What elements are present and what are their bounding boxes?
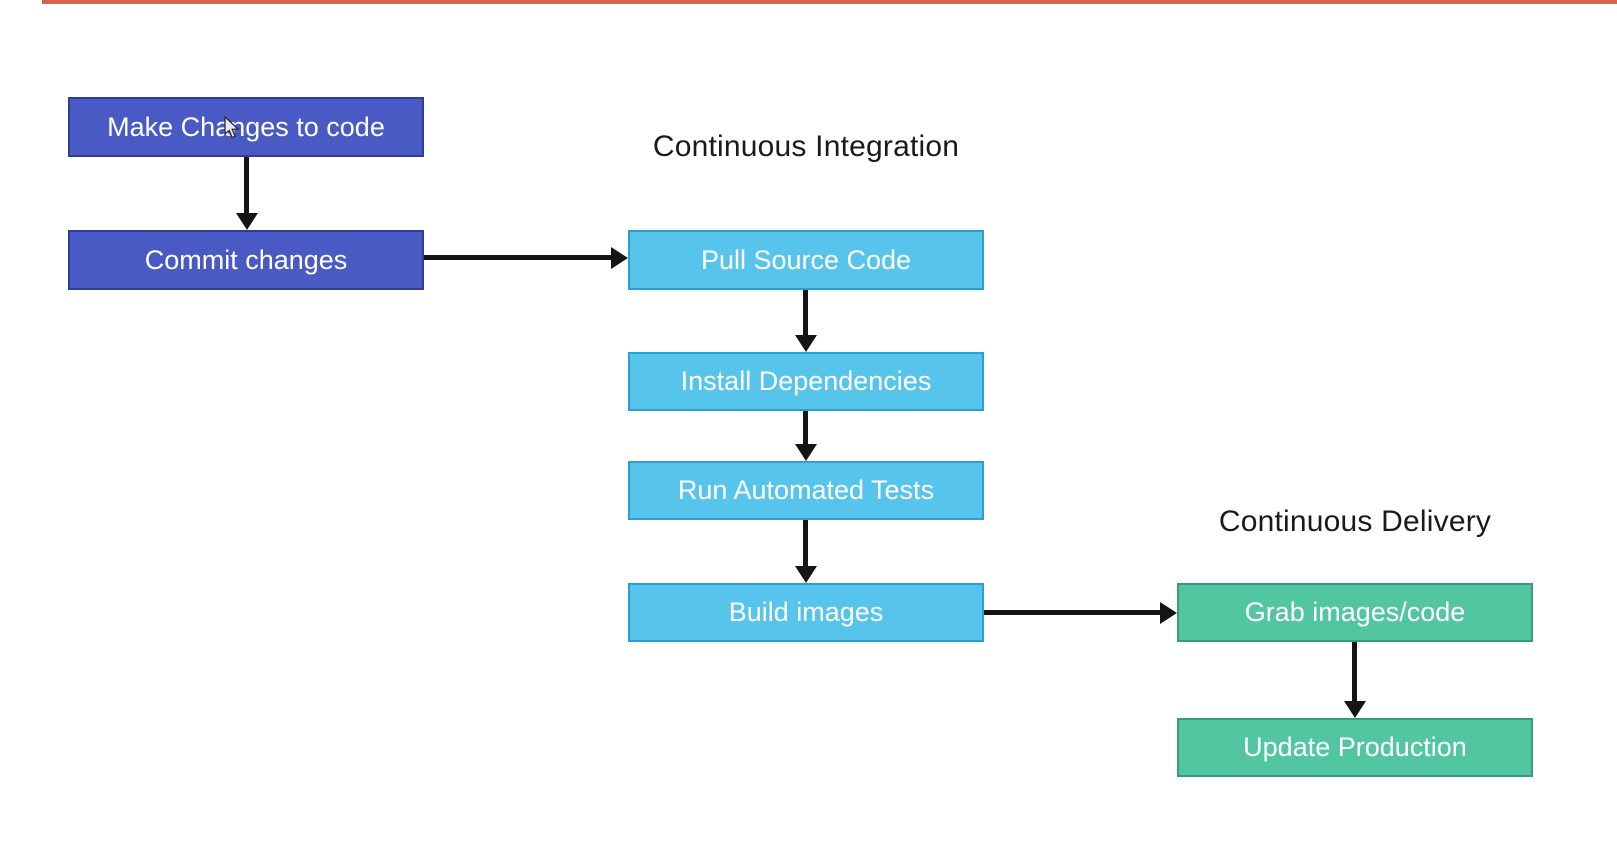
arrow-make-changes-to-commit [235, 157, 258, 230]
node-commit-changes-label: Commit changes [144, 244, 348, 275]
arrow-build-to-grab-images [984, 601, 1177, 624]
node-pull-source-code-label: Pull Source Code [700, 244, 912, 275]
top-accent-line [42, 0, 1617, 4]
node-commit-changes: Commit changes [68, 230, 424, 290]
node-build-images-label: Build images [728, 597, 884, 627]
heading-continuous-delivery: Continuous Delivery [1218, 505, 1492, 538]
node-build-images: Build images [628, 583, 984, 642]
node-install-dependencies-label: Install Dependencies [680, 366, 932, 396]
arrow-install-to-run-tests [794, 411, 817, 461]
node-pull-source-code: Pull Source Code [628, 230, 984, 290]
node-install-dependencies: Install Dependencies [628, 352, 984, 411]
arrow-run-tests-to-build [794, 520, 817, 583]
heading-continuous-integration: Continuous Integration [652, 130, 960, 163]
node-update-production-label: Update Production [1243, 732, 1467, 762]
arrow-pull-source-to-install [794, 290, 817, 352]
arrow-grab-images-to-update [1343, 642, 1366, 718]
node-make-changes: Make Changes to code [68, 97, 424, 157]
arrow-commit-to-pull-source [424, 246, 628, 269]
node-grab-images-code: Grab images/code [1177, 583, 1533, 642]
node-grab-images-code-label: Grab images/code [1244, 597, 1466, 627]
node-make-changes-label: Make Changes to code [107, 111, 385, 142]
node-run-automated-tests-label: Run Automated Tests [677, 475, 935, 505]
node-run-automated-tests: Run Automated Tests [628, 461, 984, 520]
node-update-production: Update Production [1177, 718, 1533, 777]
